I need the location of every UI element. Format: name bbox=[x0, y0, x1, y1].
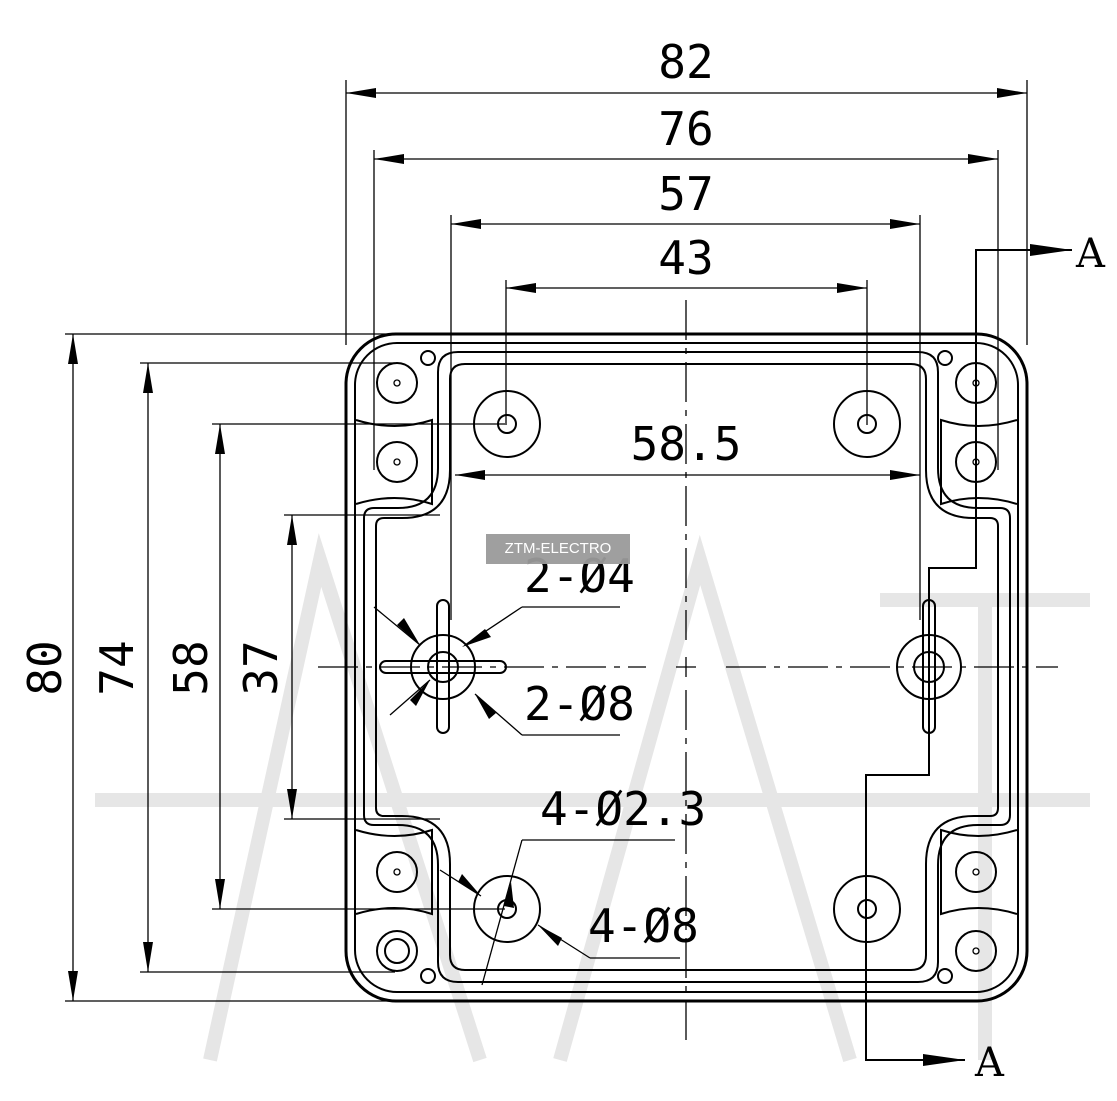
dimension-76-label: 76 bbox=[658, 102, 713, 156]
callout-2-d8: 2-Ø8 bbox=[524, 677, 635, 731]
section-label-top: A bbox=[1075, 231, 1106, 277]
dimension-74: 74 bbox=[90, 362, 395, 973]
dimension-80-label: 80 bbox=[18, 640, 72, 695]
callout-4-d8: 4-Ø8 bbox=[588, 899, 699, 953]
dimension-37: 37 bbox=[234, 514, 440, 820]
dimension-82: 82 bbox=[345, 35, 1028, 345]
dimension-43-label: 43 bbox=[658, 231, 713, 285]
dimension-80: 80 bbox=[18, 333, 395, 1002]
callout-leaders bbox=[373, 606, 680, 986]
section-line-a-a bbox=[865, 244, 1072, 1066]
dimension-57-label: 57 bbox=[658, 167, 713, 221]
centerlines bbox=[318, 300, 1058, 1040]
dimension-74-label: 74 bbox=[90, 640, 144, 695]
dimension-58-5: 58.5 bbox=[455, 417, 920, 480]
dimension-82-label: 82 bbox=[658, 35, 713, 89]
dimension-76: 76 bbox=[373, 102, 999, 470]
watermark-badge: ZTM-ELECTRO bbox=[486, 534, 630, 564]
dimension-58: 58 bbox=[164, 423, 505, 910]
dimension-58-label: 58 bbox=[164, 640, 218, 695]
background-watermark-shapes bbox=[95, 533, 1090, 1063]
section-label-bottom: A bbox=[974, 1040, 1005, 1086]
dimension-37-label: 37 bbox=[234, 640, 288, 695]
callout-4-d2-3: 4-Ø2.3 bbox=[540, 782, 706, 836]
enclosure-outline bbox=[344, 332, 1029, 1003]
